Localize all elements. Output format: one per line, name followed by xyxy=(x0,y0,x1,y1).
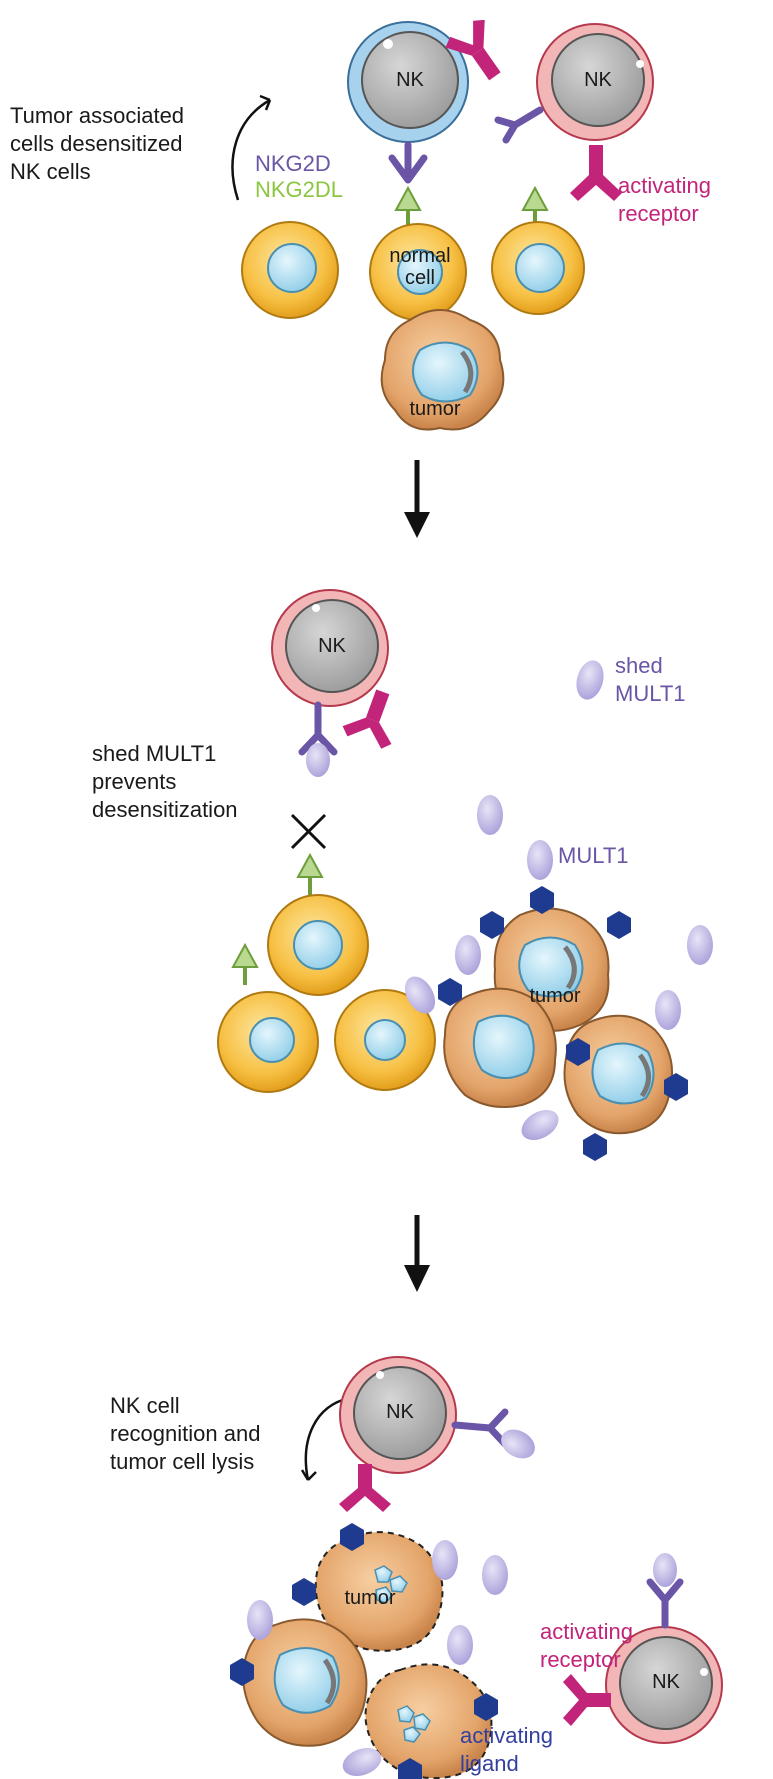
activating-receptor-bottom-icon xyxy=(563,1674,611,1726)
shed-mult1-bound-bottom xyxy=(653,1553,677,1587)
panel2-note: shed MULT1 prevents desensitization xyxy=(92,741,238,822)
nk-label-bottom-right: NK xyxy=(652,1671,680,1693)
mult1-label: MULT1 xyxy=(558,843,629,868)
tumor-cell xyxy=(380,309,505,431)
normal-cells-middle xyxy=(217,894,436,1093)
nkg2dl-ligand-middle-icon xyxy=(231,852,324,985)
nk-cell-middle xyxy=(271,589,389,707)
activating-ligand-icons xyxy=(230,1523,498,1779)
shed-mult1-bound-top xyxy=(501,1429,535,1459)
panel-1 xyxy=(231,19,654,431)
nk-label-top: NK xyxy=(386,1401,414,1423)
nk-label-middle: NK xyxy=(318,635,346,657)
nk-cell-bottom-right xyxy=(605,1626,723,1744)
down-arrow-1 xyxy=(404,460,430,538)
nkg2d-receptor-icon xyxy=(388,141,428,184)
normal-cell-label: normal cell xyxy=(389,245,451,289)
activating-receptor-middle-icon xyxy=(342,689,392,749)
activating-ligand-label: activating ligand xyxy=(460,1723,553,1776)
curved-arrow-1-head xyxy=(259,94,272,111)
nk-label-left: NK xyxy=(396,69,424,91)
nk-cell-right xyxy=(536,23,654,141)
activating-receptor-top-icon xyxy=(339,1464,391,1512)
shed-mult1-icons xyxy=(404,660,713,1141)
curved-arrow-1 xyxy=(231,98,271,201)
panel1-note: Tumor associated cells desensitized NK c… xyxy=(10,103,185,184)
activating-receptor-label: activating receptor xyxy=(618,173,711,226)
nk-cell-left xyxy=(347,21,469,143)
nkg2d-receptor-bottom-icon xyxy=(646,1578,684,1629)
shed-mult1-bottom-icons xyxy=(247,1540,508,1777)
tumor-cells-middle xyxy=(443,907,674,1135)
mult1-hexagon-icons xyxy=(438,886,688,1161)
nkg2d-receptor-top-icon xyxy=(451,1408,509,1448)
shed-mult1-bound xyxy=(306,743,330,777)
panel-2 xyxy=(217,589,713,1161)
activating-receptor-icon xyxy=(445,19,501,81)
block-x-icon xyxy=(290,813,327,850)
panel-3 xyxy=(230,1356,723,1779)
nkg2d-receptor-right-icon xyxy=(494,106,544,144)
down-arrow-2 xyxy=(404,1215,430,1292)
nk-label-right: NK xyxy=(584,69,612,91)
panel3-note: NK cell recognition and tumor cell lysis xyxy=(110,1393,261,1474)
curved-arrow-3 xyxy=(304,1396,351,1481)
shed-mult1-label: shed MULT1 xyxy=(615,653,686,706)
activating-receptor-label-bottom: activating receptor xyxy=(540,1619,633,1672)
nkg2d-label: NKG2D xyxy=(255,151,331,176)
lysed-tumor-cells xyxy=(314,1531,493,1779)
tumor-label-1: tumor xyxy=(409,398,461,420)
curved-arrow-3-head xyxy=(300,1469,317,1481)
tumor-label-2: tumor xyxy=(529,985,581,1007)
activating-receptor-right-icon xyxy=(570,145,622,201)
nkg2d-receptor-middle-icon xyxy=(298,701,338,756)
normal-cell xyxy=(241,221,585,321)
nkg2dl-label: NKG2DL xyxy=(255,177,344,202)
tumor-label-3: tumor xyxy=(344,1587,396,1609)
nk-cell-top xyxy=(339,1356,457,1474)
